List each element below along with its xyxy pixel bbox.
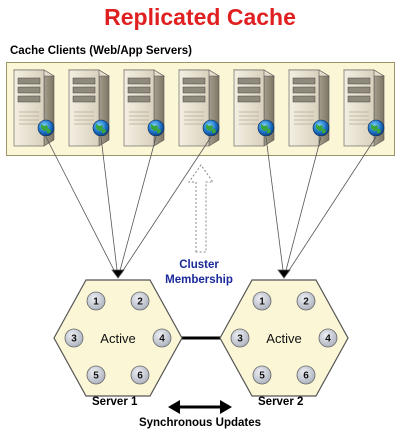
- cache-node: 4: [318, 328, 338, 348]
- cache-node: 2: [296, 291, 316, 311]
- server-status-text: Active: [100, 331, 135, 346]
- client-server-icon: [12, 69, 56, 147]
- client-connection-line: [283, 136, 377, 279]
- globe-icon: [37, 119, 55, 137]
- client-connection-line: [265, 136, 285, 279]
- cache-node-label: 4: [159, 334, 165, 345]
- server-2-hexagon: Active 1 2 3 4 5 6: [219, 279, 349, 397]
- client-server-icon: [122, 69, 166, 147]
- client-connection-line: [100, 136, 119, 279]
- globe-icon: [257, 119, 275, 137]
- cluster-membership-arrow: [188, 164, 214, 253]
- globe-icon: [147, 119, 165, 137]
- cache-node: 6: [296, 365, 316, 385]
- sync-double-arrow: [168, 400, 232, 414]
- cache-node: 5: [86, 365, 106, 385]
- globe-icon: [312, 119, 330, 137]
- arrowhead-icon: [111, 269, 125, 279]
- server-1-label: Server 1: [92, 396, 138, 408]
- server-status-text: Active: [266, 331, 301, 346]
- cluster-label-line1: Cluster: [179, 259, 219, 271]
- cache-node-label: 5: [259, 371, 265, 382]
- page-title: Replicated Cache: [104, 4, 296, 30]
- cache-node: 1: [252, 291, 272, 311]
- server-2-label: Server 2: [258, 396, 304, 408]
- cache-node-label: 1: [259, 297, 265, 308]
- client-server-icon: [287, 69, 331, 147]
- cache-node: 1: [86, 291, 106, 311]
- cluster-membership-label: Cluster Membership: [160, 258, 238, 288]
- arrowhead-icon: [277, 269, 291, 279]
- cache-node: 3: [64, 328, 84, 348]
- client-server-icon: [342, 69, 386, 147]
- cache-clients-label: Cache Clients (Web/App Servers): [10, 45, 192, 57]
- client-connection-line: [117, 136, 157, 279]
- client-connection-line: [117, 136, 212, 279]
- client-connection-line: [45, 136, 119, 279]
- cache-node-label: 4: [325, 334, 331, 345]
- cluster-label-line2: Membership: [165, 274, 233, 286]
- globe-icon: [367, 119, 385, 137]
- cache-node: 4: [152, 328, 172, 348]
- cache-node-label: 1: [93, 297, 99, 308]
- cache-node: 3: [230, 328, 250, 348]
- cache-node: 2: [130, 291, 150, 311]
- globe-icon: [92, 119, 110, 137]
- server-1-hexagon: Active 1 2 3 4 5 6: [53, 279, 183, 397]
- cache-node-label: 5: [93, 371, 99, 382]
- client-server-icon: [67, 69, 111, 147]
- client-connection-line: [283, 136, 322, 279]
- client-server-icon: [232, 69, 276, 147]
- cache-node: 5: [252, 365, 272, 385]
- cache-node-label: 2: [137, 297, 143, 308]
- cache-node-label: 6: [137, 371, 143, 382]
- globe-icon: [202, 119, 220, 137]
- cache-node-label: 3: [71, 334, 77, 345]
- cache-node-label: 3: [237, 334, 243, 345]
- cache-node-label: 6: [303, 371, 309, 382]
- sync-updates-label: Synchronous Updates: [138, 417, 262, 429]
- cache-node: 6: [130, 365, 150, 385]
- cache-node-label: 2: [303, 297, 309, 308]
- client-server-icon: [177, 69, 221, 147]
